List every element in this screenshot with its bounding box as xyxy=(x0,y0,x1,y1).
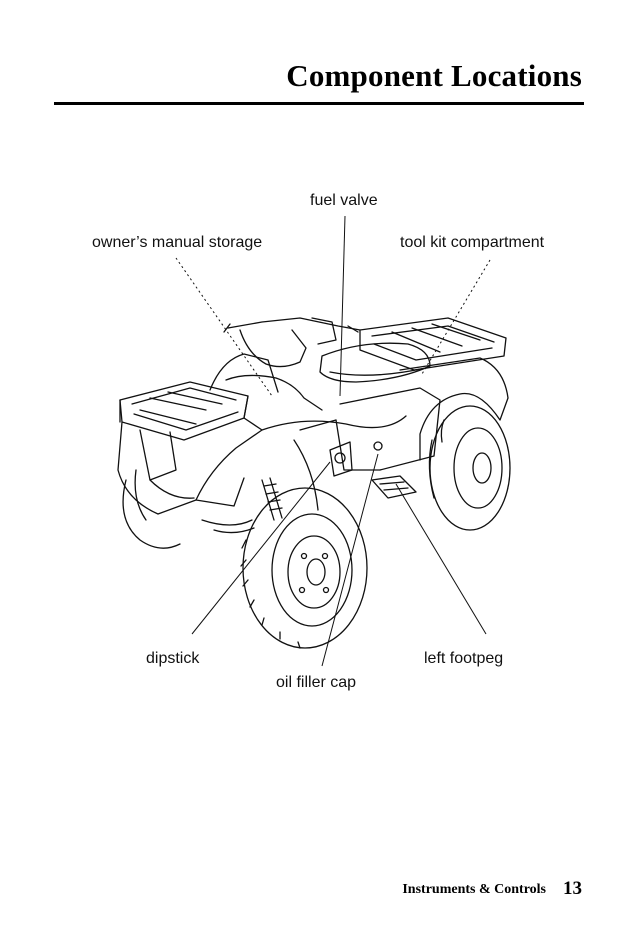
dipstick-label: dipstick xyxy=(146,650,200,667)
front-right-wheel-icon xyxy=(123,470,180,548)
footer-section-title: Instruments & Controls xyxy=(402,882,546,897)
page-number: 13 xyxy=(563,878,582,899)
engine-detail-icon xyxy=(202,442,382,533)
front-rack-icon xyxy=(120,382,248,440)
owners-manual-storage-label: owner’s manual storage xyxy=(92,234,263,251)
front-wheel-icon xyxy=(241,488,367,648)
left-footpeg-label: left footpeg xyxy=(424,650,504,667)
tool-kit-compartment-label: tool kit compartment xyxy=(400,234,545,251)
page-title: Component Locations xyxy=(286,58,582,93)
front-body-icon xyxy=(118,354,406,514)
title-divider xyxy=(54,102,584,105)
footpeg-icon xyxy=(372,476,416,498)
rear-rack-icon xyxy=(360,318,506,370)
fuel-valve-label: fuel valve xyxy=(310,192,378,209)
handlebar-icon xyxy=(224,318,360,367)
oil-filler-cap-label: oil filler cap xyxy=(276,674,357,691)
rear-wheel-icon xyxy=(429,406,510,530)
rear-body-icon xyxy=(294,358,508,510)
seat-icon xyxy=(320,343,430,382)
